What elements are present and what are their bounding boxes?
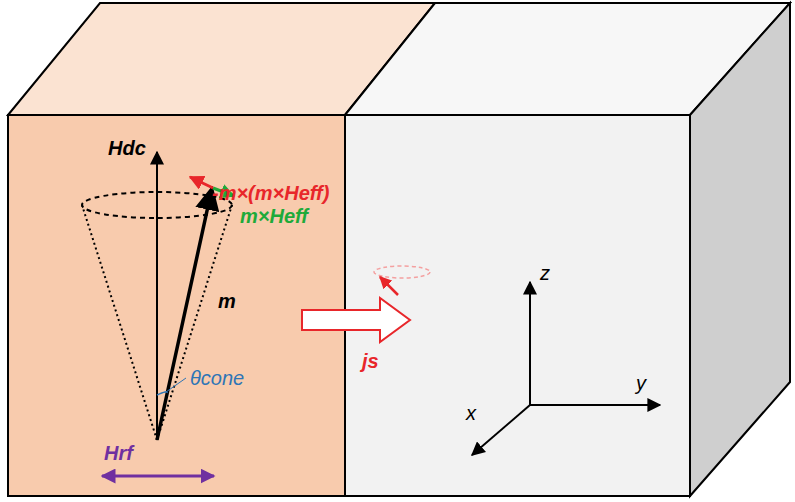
y-axis bbox=[530, 404, 660, 406]
metal-layer bbox=[345, 115, 690, 496]
vector-label: m bbox=[218, 290, 236, 312]
m-vector bbox=[157, 188, 212, 440]
cone-angle-arc bbox=[157, 392, 167, 395]
field-label: Hrf bbox=[104, 442, 133, 464]
magnet-layer bbox=[8, 115, 345, 496]
x-axis bbox=[472, 405, 530, 455]
cone-edge bbox=[82, 205, 157, 440]
damping-torque bbox=[190, 177, 213, 188]
torque-label: -m×(m×Heff) bbox=[212, 182, 329, 204]
hdc-vector bbox=[156, 152, 158, 440]
hrf-vector bbox=[102, 475, 214, 478]
cone-edge bbox=[157, 205, 232, 440]
spin-current-arrow bbox=[302, 298, 410, 342]
current-label: js bbox=[362, 350, 379, 372]
axis-label: x bbox=[466, 402, 476, 424]
leader-line bbox=[166, 378, 186, 392]
torque-label: m×Heff bbox=[240, 205, 308, 227]
z-axis bbox=[529, 282, 531, 405]
block-side bbox=[690, 3, 790, 496]
angle-label: θcone bbox=[190, 367, 244, 389]
spin-vector bbox=[380, 277, 398, 295]
spin-precession bbox=[374, 266, 430, 278]
field-label: Hdc bbox=[108, 137, 146, 159]
axis-label: y bbox=[636, 372, 646, 394]
axis-label: z bbox=[540, 262, 550, 284]
